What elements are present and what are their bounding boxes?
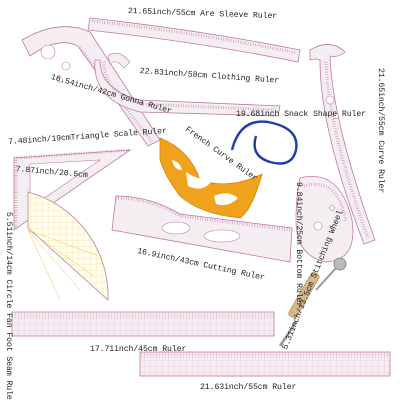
- french-curve-ruler: [159, 137, 263, 219]
- straight-ruler-55cm: [139, 351, 391, 377]
- clothing-ruler: [94, 52, 281, 117]
- label-straight-ruler-55cm: 21.63inch/55cm Ruler: [200, 383, 297, 392]
- label-circle-fan-ruler: 5.51inch/14cm Circle Fan Foot Seam Ruler: [4, 212, 13, 400]
- sleeve-ruler: [87, 17, 301, 63]
- label-snack-ruler: 19.68inch Snack Shape Ruler: [236, 110, 366, 119]
- circle-fan-ruler: [27, 191, 109, 301]
- straight-ruler-45cm: [11, 311, 275, 337]
- cutting-ruler: [111, 195, 293, 263]
- curve-ruler: [309, 44, 376, 245]
- bottom-ruler: [295, 176, 354, 263]
- label-straight-ruler-45cm: 17.71inch/45cm Ruler: [90, 345, 187, 354]
- label-curve-ruler: 21.65inch/55cm Curve Ruler: [376, 68, 385, 194]
- snake-ruler: [230, 120, 298, 165]
- label-bottom-ruler: 9.84inch/25cm Bottom Ruler: [294, 182, 303, 308]
- gonna-ruler: [21, 26, 161, 147]
- stitching-wheel: [278, 257, 347, 347]
